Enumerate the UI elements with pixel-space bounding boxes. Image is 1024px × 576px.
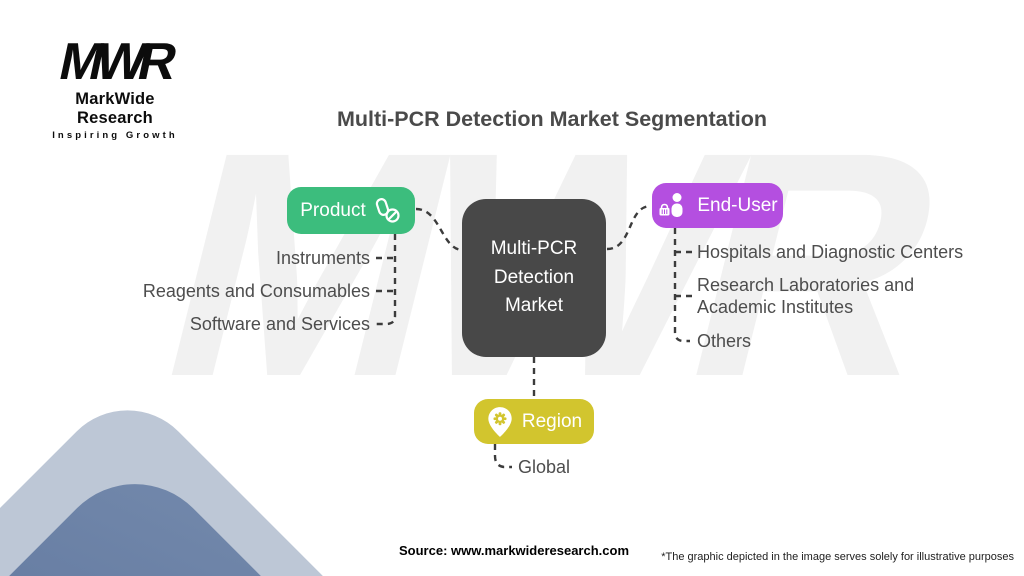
- markwide-logo: MWR MarkWide Research Inspiring Growth: [35, 33, 195, 141]
- branch-chip-end-user: End-User: [652, 183, 783, 228]
- logo-name: MarkWide Research: [75, 90, 155, 127]
- product-chip-label: Product: [300, 199, 366, 221]
- leaf-reagents-and-consumables: Reagents and Consumables: [142, 281, 370, 301]
- logo-tagline: Inspiring Growth: [52, 130, 178, 141]
- page-title: Multi-PCR Detection Market Segmentation: [336, 107, 768, 131]
- disclaimer-text: *The graphic depicted in the image serve…: [661, 551, 1014, 563]
- map-pin-gear-icon: [486, 406, 514, 438]
- leaf-others: Others: [697, 331, 752, 351]
- branch-chip-product: Product: [287, 187, 415, 234]
- person-basket-icon: [657, 192, 689, 219]
- leaf-global: Global: [518, 457, 571, 477]
- leaf-instruments: Instruments: [275, 248, 370, 268]
- center-node-label: Multi-PCR Detection Market: [490, 238, 578, 317]
- branch-chip-region: Region: [474, 399, 594, 444]
- end-user-chip-label: End-User: [697, 194, 778, 216]
- leaf-hospitals-and-diagnostic-centers: Hospitals and Diagnostic Centers: [697, 242, 964, 262]
- center-node-multi-pcr-detection-market: Multi-PCR Detection Market: [462, 199, 606, 357]
- pills-icon: [374, 197, 402, 225]
- leaf-software-and-services: Software and Services: [189, 314, 370, 334]
- logo-monogram: MWR: [54, 33, 176, 91]
- region-chip-label: Region: [521, 410, 583, 432]
- source-text: Source: www.markwideresearch.com: [399, 543, 630, 558]
- leaf-research-laboratories-and-academic-institutes: Research Laboratories and Academic Insti…: [697, 275, 915, 317]
